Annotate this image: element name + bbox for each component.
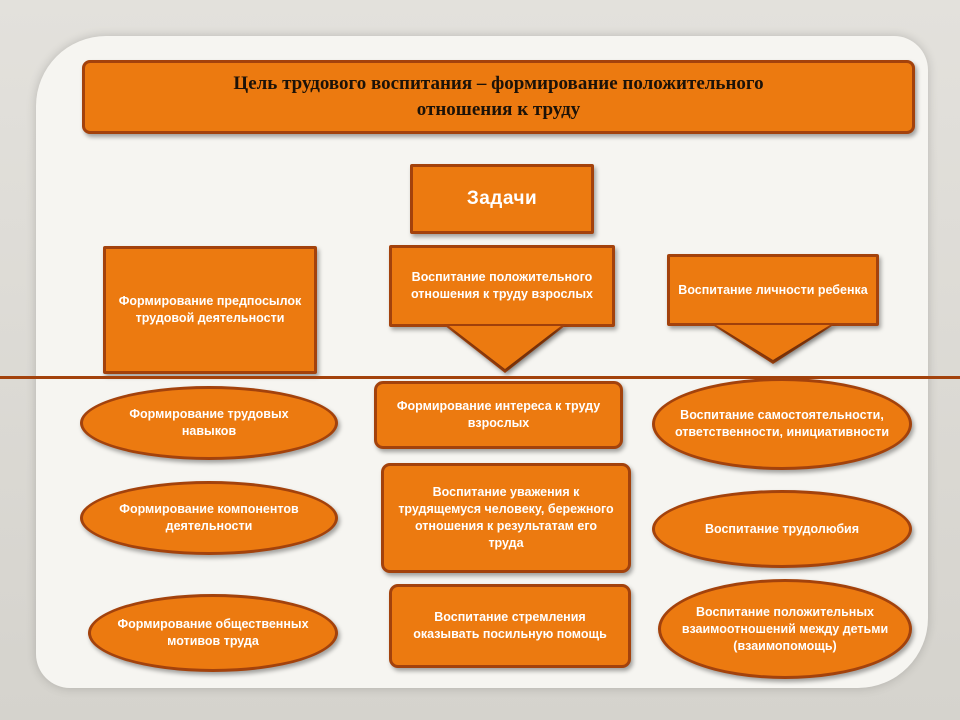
middle-item-2: Воспитание уважения к трудящемуся челове… [381,463,631,573]
divider-line [0,376,960,379]
column-header-text: Воспитание личности ребенка [678,282,868,297]
down-arrow-right [716,325,830,360]
middle-item-3: Воспитание стремления оказывать посильну… [389,584,631,668]
item-text: Воспитание стремления оказывать посильну… [413,610,607,641]
item-text: Воспитание самостоятельности, ответствен… [674,408,890,439]
goal-box: Цель трудового воспитания – формирование… [82,60,915,134]
item-text: Воспитание уважения к трудящемуся челове… [398,485,614,550]
column-header-prerequisites: Формирование предпосылок трудовой деятел… [103,246,317,374]
goal-text: Цель трудового воспитания – формирование… [233,73,764,120]
down-arrow-middle [449,326,561,369]
column-header-text: Воспитание положительного отношения к тр… [410,270,593,301]
item-text: Формирование общественных мотивов труда [117,617,309,648]
column-header-personality: Воспитание личности ребенка [667,254,879,326]
column-header-attitude-to-adult-work: Воспитание положительного отношения к тр… [389,245,615,327]
column-header-text: Формирование предпосылок трудовой деятел… [118,294,302,325]
right-item-2: Воспитание трудолюбия [652,490,912,568]
left-item-1: Формирование трудовых навыков [80,386,338,460]
middle-item-1: Формирование интереса к труду взрослых [374,381,623,449]
right-item-1: Воспитание самостоятельности, ответствен… [652,378,912,470]
right-item-3: Воспитание положительных взаимоотношений… [658,579,912,679]
tasks-label: Задачи [466,188,538,209]
item-text: Формирование компонентов деятельности [119,502,299,533]
item-text: Формирование трудовых навыков [129,407,289,438]
left-item-3: Формирование общественных мотивов труда [88,594,338,672]
item-text: Воспитание положительных взаимоотношений… [681,604,889,653]
left-item-2: Формирование компонентов деятельности [80,481,338,555]
item-text: Воспитание трудолюбия [704,521,860,536]
item-text: Формирование интереса к труду взрослых [396,399,601,430]
tasks-box: Задачи [410,164,594,234]
